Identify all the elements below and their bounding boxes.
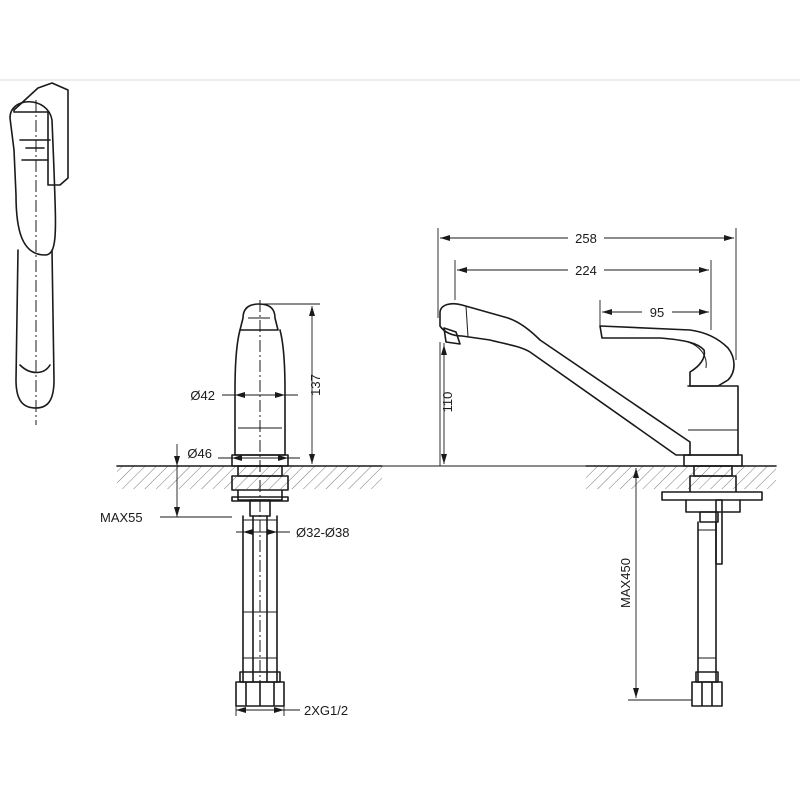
front-lever — [239, 303, 279, 331]
label-d46: Ø46 — [187, 446, 212, 461]
side-view — [439, 302, 763, 707]
label-110: 110 — [440, 392, 455, 413]
side-lever — [599, 325, 735, 387]
countertop-right — [585, 465, 777, 489]
top-view-lever — [9, 100, 57, 256]
label-2xg12: 2XG1/2 — [304, 703, 348, 718]
top-view-lever-inner — [19, 139, 51, 161]
side-body — [687, 385, 739, 456]
dim-mounting-hole: Ø32-Ø38 — [236, 525, 349, 540]
side-mount-bracket — [661, 475, 763, 501]
countertop-left — [116, 465, 383, 489]
front-hoses — [242, 515, 278, 683]
dim-max-hose-length: MAX450 — [618, 468, 692, 701]
dim-max-deck: MAX55 — [100, 444, 232, 525]
top-view-spout-tip — [19, 364, 51, 374]
label-224: 224 — [575, 263, 597, 278]
side-rod — [715, 499, 723, 565]
side-hose — [697, 521, 717, 683]
dim-hose-connection: 2XG1/2 — [235, 703, 348, 718]
side-base-ring — [683, 454, 743, 467]
dim-total-length: 258 — [437, 228, 737, 360]
side-spout — [439, 302, 691, 456]
label-d42: Ø42 — [190, 388, 215, 403]
front-hose-nuts — [235, 681, 285, 707]
dim-base-diameter: Ø46 — [187, 446, 300, 461]
dim-body-diameter: Ø42 — [190, 388, 298, 403]
top-view-spout — [15, 249, 55, 409]
dim-spout-height: 110 — [439, 342, 455, 466]
label-258: 258 — [575, 231, 597, 246]
label-95: 95 — [650, 305, 664, 320]
label-max450: MAX450 — [618, 558, 633, 608]
front-view — [231, 300, 289, 707]
top-view — [9, 82, 69, 425]
label-d32-38: Ø32-Ø38 — [296, 525, 349, 540]
label-137: 137 — [308, 374, 323, 396]
dim-spout-reach: 224 — [454, 260, 712, 330]
top-view-base-plate — [13, 82, 69, 186]
dim-body-height: 137 — [262, 303, 323, 464]
label-max55: MAX55 — [100, 510, 143, 525]
dim-lever-length: 95 — [599, 300, 709, 326]
side-hose-nut — [691, 681, 723, 707]
